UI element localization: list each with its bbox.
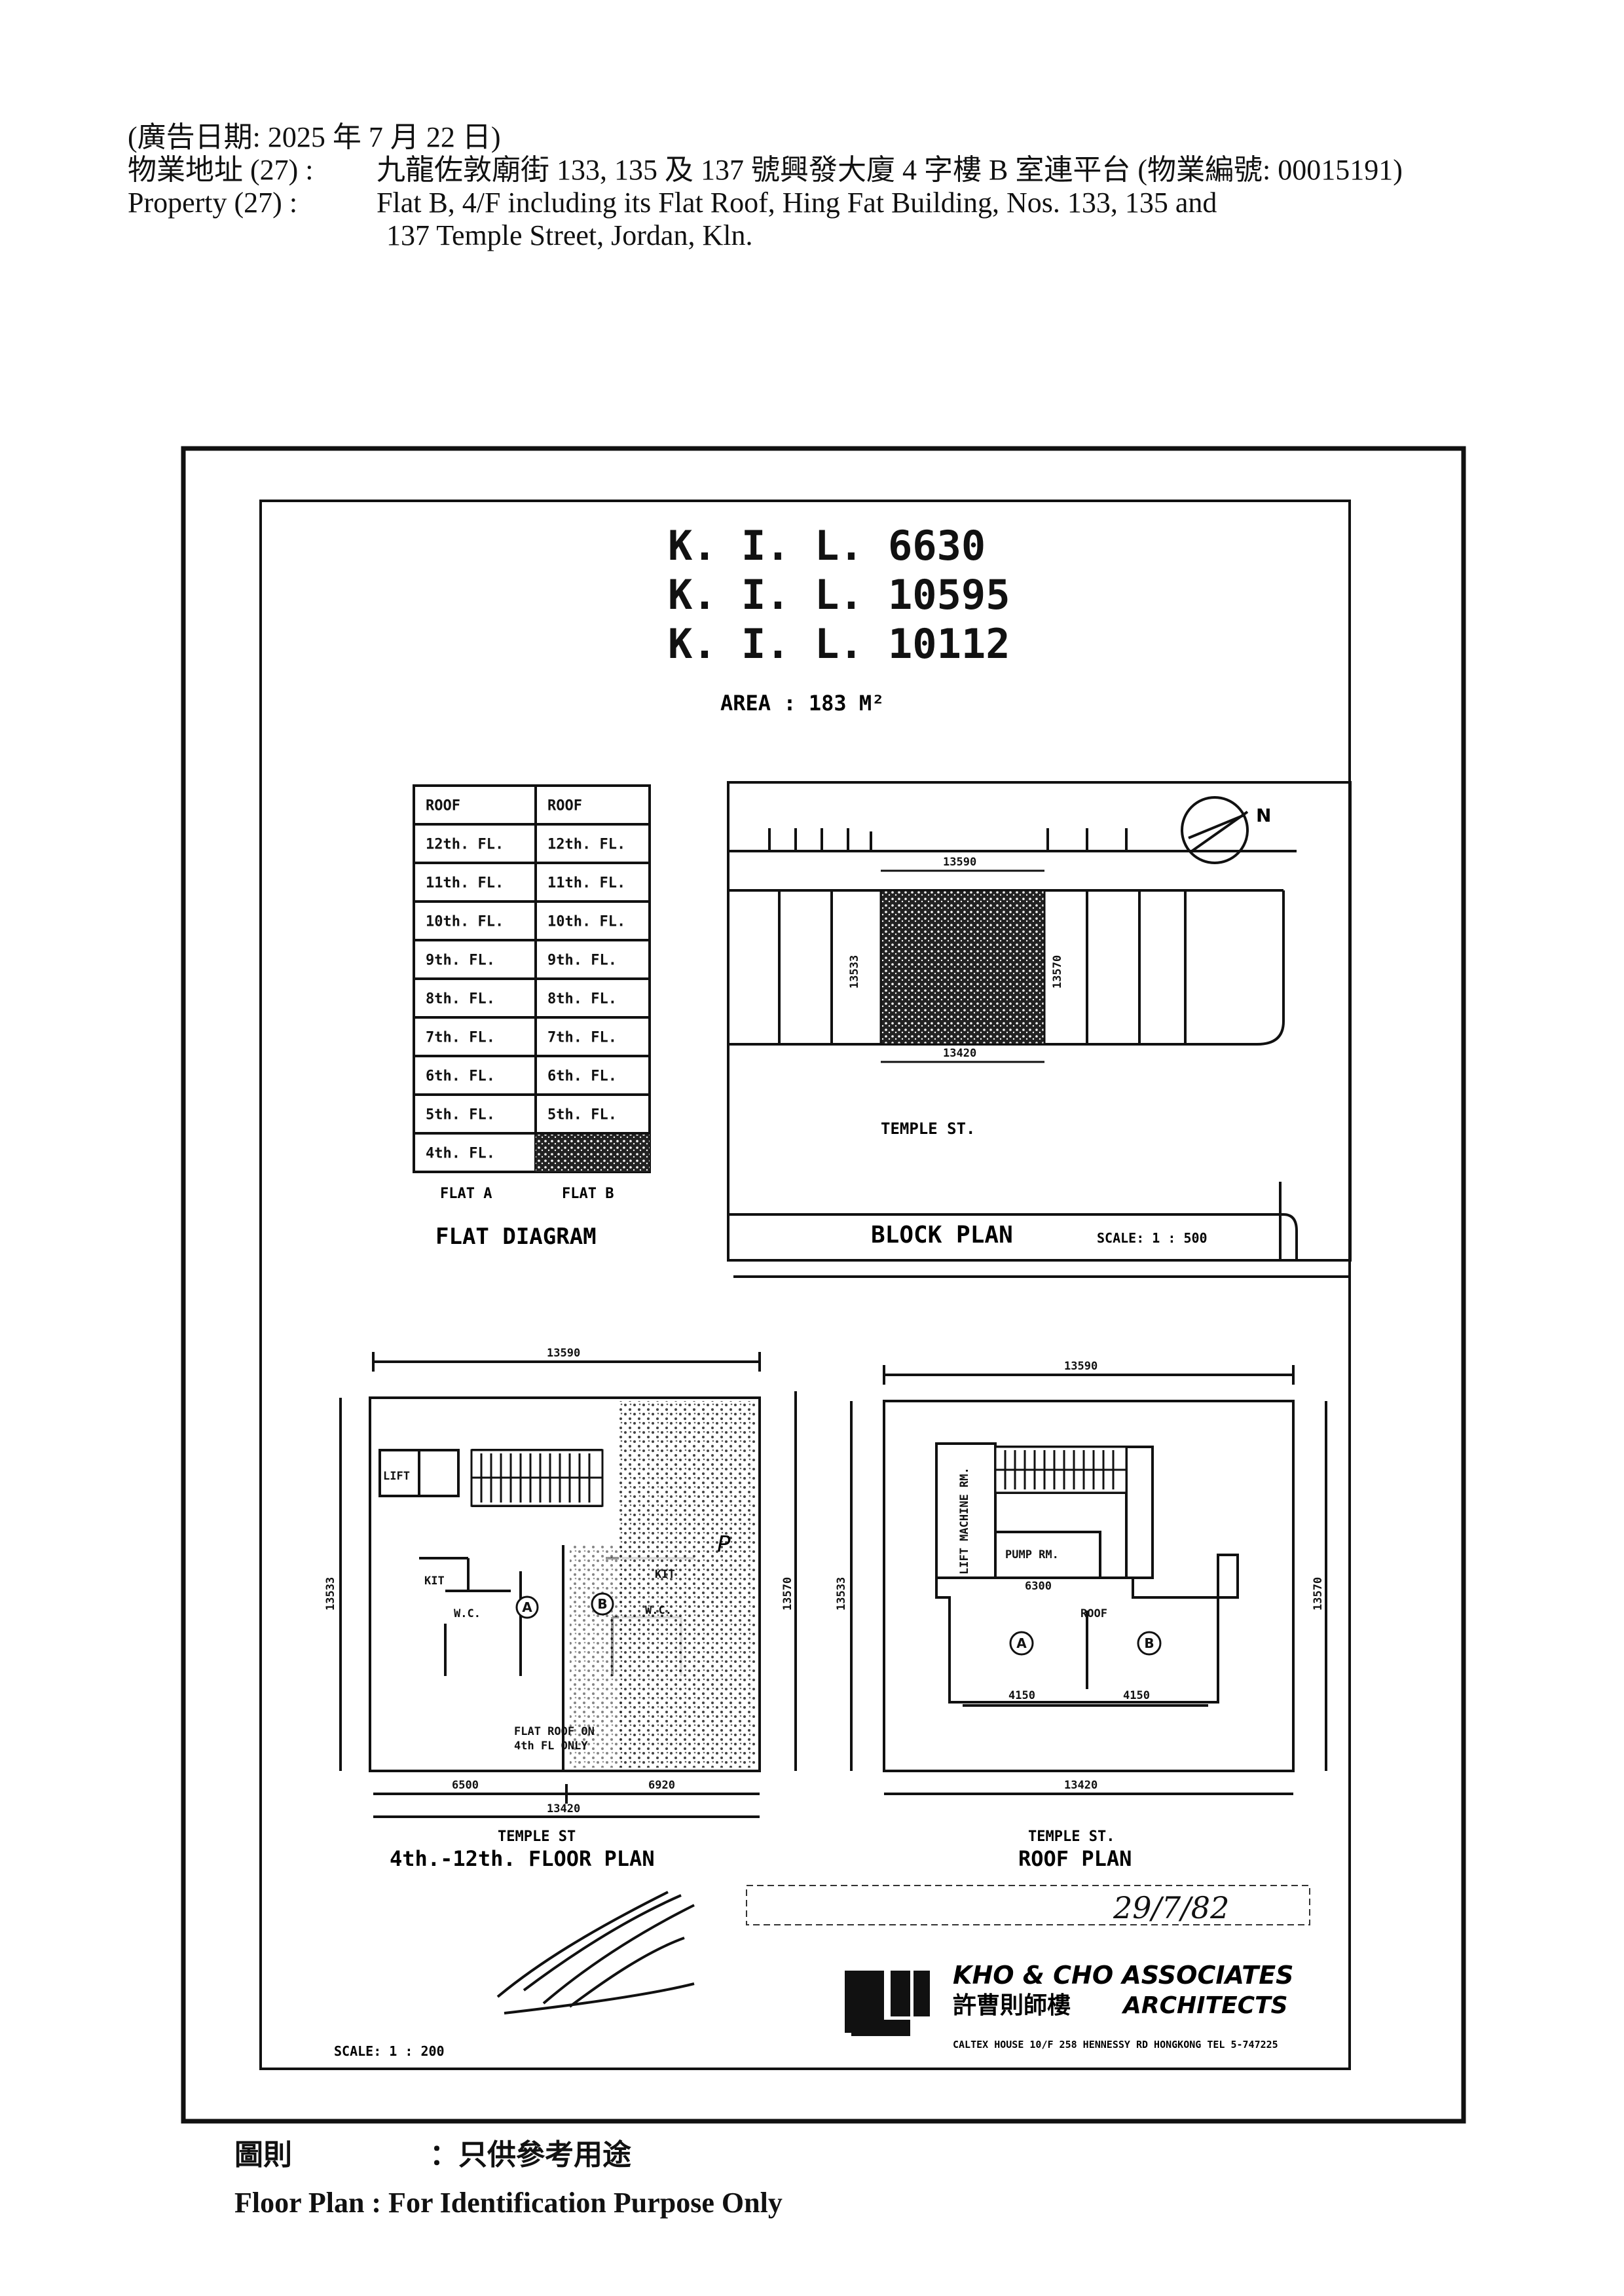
flat-diagram-cell-b: ROOF [547,798,582,814]
fp-flat-a: A [522,1599,532,1615]
ad-date: (廣告日期: 2025 年 7 月 22 日) [128,121,501,153]
fp-dim-top: 13590 [547,1347,580,1360]
fp-dim-right: 13570 [781,1577,794,1611]
rp-roof: ROOF [1080,1607,1107,1620]
footer-zh-text: ：只供參考用途 [430,2138,631,2172]
fp-flat-b: B [597,1596,607,1612]
flat-diagram-cell-a: 4th. FL. [426,1146,495,1162]
architect-address: CALTEX HOUSE 10/F 258 HENNESSY RD HONGKO… [953,2039,1278,2050]
stamp-handwriting: 29/7/82 [1113,1890,1229,1925]
fp-title: 4th.-12th. FLOOR PLAN [390,1846,655,1871]
rp-dim-right: 13570 [1312,1577,1325,1611]
fp-flat-roof-2: 4th FL ONLY [514,1740,588,1753]
signature [496,1891,695,2014]
block-dim-bottom: 13420 [943,1047,976,1060]
address-en-line2: 137 Temple Street, Jordan, Kln. [386,219,753,251]
lot-1: K. I. L. 6630 [668,522,986,570]
rp-lift-machine: LIFT MACHINE RM. [958,1467,971,1575]
fp-dim-bottom-b: 6920 [648,1779,675,1792]
outer-border [181,446,1466,2124]
fp-dim-left: 13533 [324,1577,337,1611]
footer-en: Floor Plan : For Identification Purpose … [234,2187,783,2219]
footer: 圖則 ：只供參考用途 Floor Plan : For Identificatio… [234,2131,783,2219]
flat-diagram-title: FLAT DIAGRAM [435,1224,597,1250]
flat-diagram-cell-b: 12th. FL. [547,837,625,853]
fp-p: P [717,1531,731,1558]
rp-pump: PUMP RM. [1005,1548,1059,1561]
rp-dim-b: 4150 [1123,1689,1150,1702]
block-street: TEMPLE ST. [881,1120,976,1138]
rp-title: ROOF PLAN [1018,1846,1132,1871]
architect-logo [845,1971,930,2036]
roof-stairs [994,1446,1128,1494]
block-plan-title: BLOCK PLAN [871,1222,1013,1248]
block-dim-left: 13533 [848,955,861,989]
fp-flat-roof-1: FLAT ROOF ON [514,1725,595,1738]
flat-diagram-cell-a: 5th. FL. [426,1107,495,1123]
lot-2: K. I. L. 10595 [668,571,1010,619]
flat-diagram-cell-b: 8th. FL. [547,991,617,1008]
fp-dim-bottom-a: 6500 [452,1779,479,1792]
document-header: (廣告日期: 2025 年 7 月 22 日) 物業地址 (27) : 九龍佐敦廟… [128,121,1403,252]
flat-diagram-cell-a: ROOF [426,798,460,814]
rp-dim-a: 4150 [1008,1689,1035,1702]
architect-name-en2: ARCHITECTS [1121,1992,1288,2019]
flat-diagram-cell-b: 5th. FL. [547,1107,617,1123]
address-zh-row: 物業地址 (27) : 九龍佐敦廟街 133, 135 及 137 號興發大廈 4… [128,154,1403,187]
flat-diagram-cell-b: 7th. FL. [547,1030,617,1046]
flat-diagram-cell-a: 7th. FL. [426,1030,495,1046]
rp-dim-bottom: 13420 [1064,1779,1098,1792]
fp-wc-b: W.C. [645,1604,672,1617]
address-zh: 九龍佐敦廟街 133, 135 及 137 號興發大廈 4 字樓 B 室連平台 … [377,154,1403,186]
footer-zh: 圖則 ：只供參考用途 [234,2131,783,2173]
rp-dim-mid: 6300 [1025,1580,1052,1593]
flat-diagram [413,784,651,1173]
rp-street: TEMPLE ST. [1028,1829,1115,1845]
footer-zh-label: 圖則 [234,2138,292,2172]
address-en-line1: Flat B, 4/F including its Flat Roof, Hin… [377,187,1217,219]
architect-name-en: KHO & CHO ASSOCIATES [953,1961,1294,1990]
north-label: N [1256,805,1271,826]
flat-diagram-cell-b: 6th. FL. [547,1068,617,1085]
approval-stamp [746,1885,1310,1925]
flat-diagram-cell-a: 6th. FL. [426,1068,495,1085]
fp-street: TEMPLE ST [498,1829,576,1845]
fp-kit-b: KIT [655,1568,675,1581]
rp-dim-top: 13590 [1064,1360,1098,1373]
flat-diagram-cell-a: 11th. FL. [426,875,504,892]
flat-diagram-cell-a: 12th. FL. [426,837,504,853]
flat-diagram-cell-b: 10th. FL. [547,914,625,930]
architect-name-zh: 許曹則師樓 [953,1992,1071,2019]
flat-diagram-cell-a: 8th. FL. [426,991,495,1008]
block-dim-right: 13570 [1051,955,1064,989]
address-en-row: Property (27) : Flat B, 4/F including its… [128,187,1403,219]
address-zh-label: 物業地址 (27) : [128,154,314,186]
block-dim-top: 13590 [943,856,976,869]
fp-wc-a: W.C. [454,1607,481,1620]
block-plan-scale: SCALE: 1 : 500 [1097,1230,1208,1246]
flat-diagram-cell-a: 9th. FL. [426,953,495,969]
plan-scale: SCALE: 1 : 200 [334,2043,445,2059]
area-label: AREA : 183 M² [720,691,884,716]
fp-lift: LIFT [383,1470,410,1483]
lot-3: K. I. L. 10112 [668,620,1010,668]
block-plan-site [879,889,1046,1046]
rp-flat-a: A [1016,1635,1027,1651]
inner-border [259,500,1351,2070]
flat-b-flat-roof [619,1401,756,1768]
typical-stairs [470,1449,604,1507]
rp-flat-b: B [1144,1635,1154,1651]
roof-plan-drawing [850,1365,1327,1795]
address-en-label: Property (27) : [128,187,298,219]
fp-dim-bottom-total: 13420 [547,1802,580,1815]
flat-diagram-cell-b: 11th. FL. [547,875,625,892]
flat-diagram-cell-a: 10th. FL. [426,914,504,930]
flat-b-label: FLAT B [562,1186,614,1202]
flat-diagram-cell-b: 9th. FL. [547,953,617,969]
rp-dim-left: 13533 [835,1577,848,1611]
flat-a-label: FLAT A [440,1186,492,1202]
fp-kit-a: KIT [424,1575,445,1588]
